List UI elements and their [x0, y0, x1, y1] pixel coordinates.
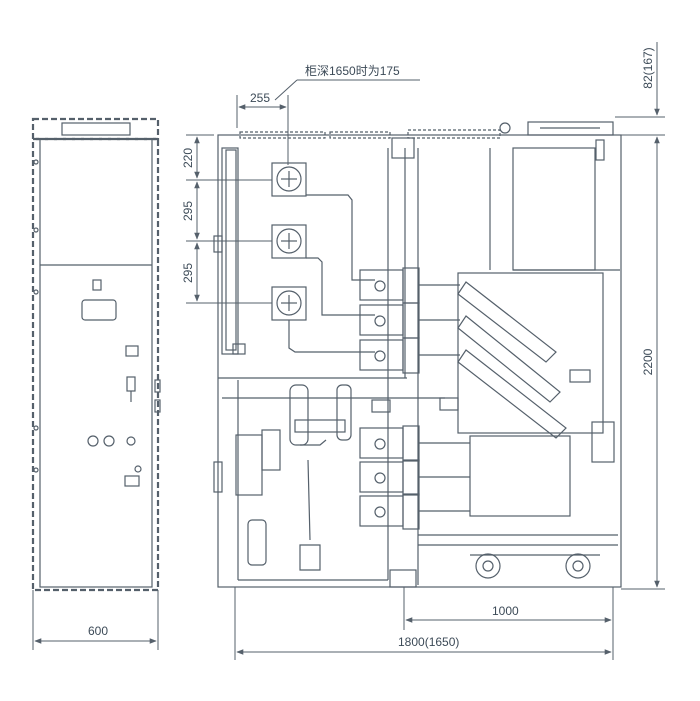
front-hinge-2 — [154, 399, 161, 413]
front-lamp — [134, 465, 142, 473]
upper-contact-3 — [359, 339, 404, 371]
upper-contact-1 — [359, 269, 404, 301]
lower-contact-1 — [359, 427, 404, 459]
dim-v-295-a: 295 — [181, 201, 195, 221]
front-handle-icon — [126, 376, 136, 392]
front-button-left — [87, 435, 99, 447]
side-bracket — [232, 343, 246, 355]
roof-flap-3 — [407, 129, 501, 139]
dim-rear-depth: 1000 — [492, 604, 519, 618]
breaker-pole-3 — [457, 349, 567, 439]
side-handle-top — [213, 235, 223, 253]
front-label-plate — [124, 475, 140, 487]
lv-compartment — [512, 147, 596, 271]
front-view — [31, 117, 161, 592]
front-button-small — [126, 436, 136, 446]
front-width-dimension — [32, 590, 159, 650]
breaker-pole-2 — [457, 315, 561, 403]
front-indicator — [92, 279, 102, 291]
breaker-pole-1 — [457, 281, 557, 363]
roof-flap-2 — [329, 131, 391, 139]
top-bushing — [391, 137, 415, 159]
front-hinge-1 — [154, 379, 161, 393]
earthing-switch — [235, 434, 263, 496]
front-switch-icon — [125, 345, 139, 357]
side-handle-bottom — [213, 461, 223, 493]
breaker-chassis — [469, 435, 571, 517]
front-top-box — [31, 117, 160, 141]
side-view — [213, 121, 622, 588]
front-outline — [31, 137, 160, 592]
cable-terminal — [299, 459, 321, 571]
busbar-bushing-1 — [271, 162, 307, 197]
lower-contact-2 — [359, 461, 404, 493]
busbar-bushing-2 — [271, 224, 307, 259]
busbar-bushing-3 — [271, 286, 307, 321]
current-transformer — [289, 384, 309, 446]
dim-v-295-b: 295 — [181, 263, 195, 283]
side-dimensions — [186, 42, 665, 660]
front-button-right — [103, 435, 115, 447]
front-panel — [39, 138, 153, 588]
surge-arrester — [247, 519, 267, 566]
dim-height: 2200 — [641, 348, 655, 375]
side-outline — [217, 134, 622, 588]
dim-v-220: 220 — [181, 148, 195, 168]
roof-flap-1 — [239, 131, 326, 139]
lifting-eye — [499, 122, 511, 134]
breaker-mechanism — [591, 421, 615, 463]
front-nameplate — [61, 122, 131, 136]
lower-contact-3 — [359, 495, 404, 527]
truck-wheel-rear — [565, 553, 591, 579]
dim-top-offset: 255 — [250, 91, 270, 105]
dim-depth-note: 柜深1650时为175 — [305, 64, 400, 78]
roof-box — [527, 121, 614, 136]
dim-top-height: 82(167) — [641, 47, 655, 88]
front-window — [81, 299, 117, 321]
dim-front-width: 600 — [88, 624, 108, 638]
insulator — [261, 429, 281, 471]
breaker-truck — [457, 272, 604, 434]
dim-total-depth: 1800(1650) — [398, 635, 459, 649]
upper-contact-2 — [359, 304, 404, 336]
truck-wheel-front — [475, 553, 501, 579]
